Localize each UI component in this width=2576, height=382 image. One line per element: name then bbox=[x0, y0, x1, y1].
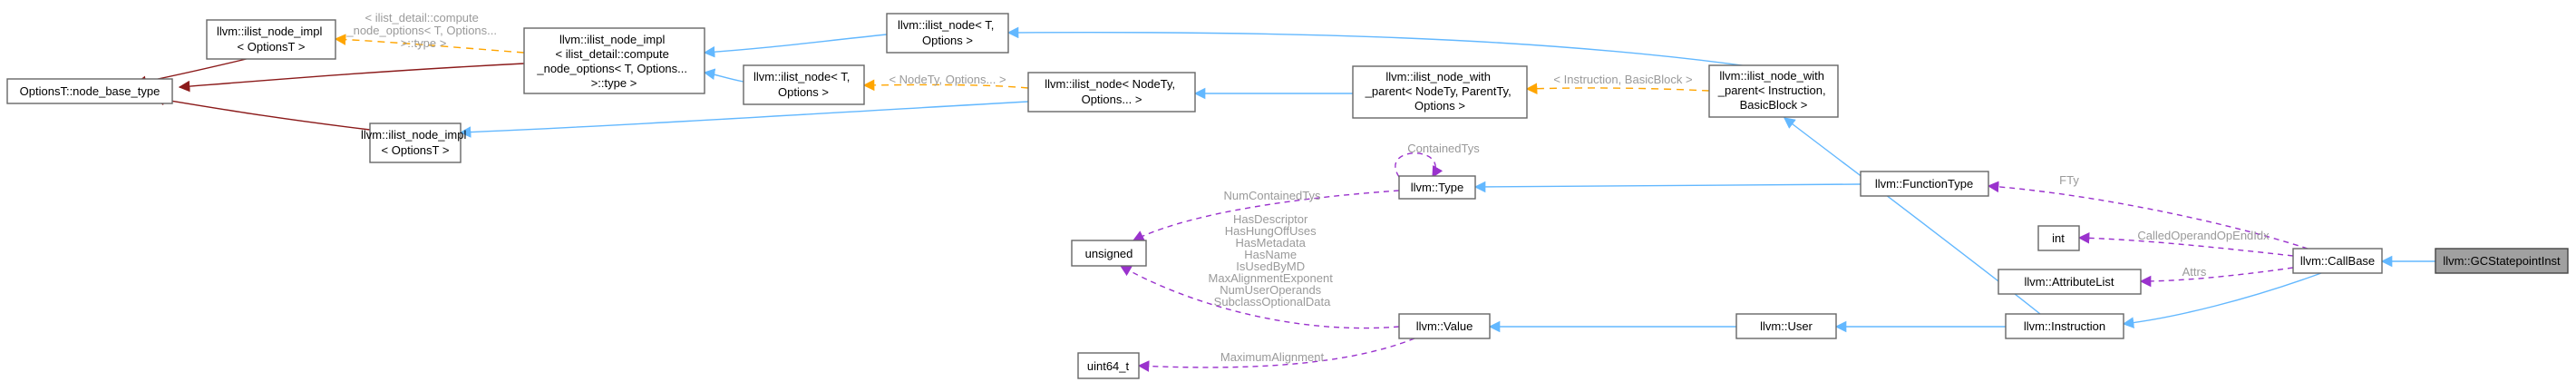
edge-call-base-to-instruction bbox=[2122, 272, 2322, 328]
edge-with-parent-inst-to-node-t-top bbox=[1006, 26, 1769, 70]
node-function-type[interactable]: llvm::FunctionType bbox=[1860, 171, 1989, 197]
svg-text:llvm::AttributeList: llvm::AttributeList bbox=[2025, 275, 2114, 289]
edge-compute-to-impl-top bbox=[334, 34, 525, 54]
edge-call-base-to-function-type bbox=[1987, 181, 2309, 250]
svg-text:llvm::User: llvm::User bbox=[1760, 319, 1813, 333]
svg-text:llvm::GCStatepointInst: llvm::GCStatepointInst bbox=[2443, 254, 2561, 268]
edge-node-t-top-to-compute bbox=[703, 34, 888, 58]
node-type[interactable]: llvm::Type bbox=[1398, 175, 1476, 200]
node-unsigned[interactable]: unsigned bbox=[1071, 240, 1147, 267]
label-nodety-template: < NodeTy, Options... > bbox=[889, 73, 1006, 86]
svg-text:OptionsT::node_base_type: OptionsT::node_base_type bbox=[20, 84, 160, 98]
node-attribute-list[interactable]: llvm::AttributeList bbox=[1998, 269, 2142, 295]
node-ilist-with-parent-inst[interactable]: llvm::ilist_node_with _parent< Instructi… bbox=[1708, 64, 1839, 118]
svg-text:llvm::ilist_node_impl <: llvm::ilist_node_impl < OptionsT > bbox=[217, 24, 326, 54]
edge-node-t-mid-to-compute bbox=[703, 68, 744, 83]
node-options-base[interactable]: OptionsT::node_base_type bbox=[6, 78, 173, 104]
svg-text:llvm::ilist_node< NodeTy,: llvm::ilist_node< NodeTy, Options... > bbox=[1045, 77, 1179, 106]
edge-with-parent-inst-to-with-parent bbox=[1525, 83, 1710, 94]
svg-text:llvm::ilist_node_impl <: llvm::ilist_node_impl < ilist_detail::co… bbox=[536, 33, 690, 90]
node-ilist-node-t-top[interactable]: llvm::ilist_node< T, Options > bbox=[886, 13, 1009, 54]
svg-text:int: int bbox=[2052, 231, 2065, 245]
edge-impl-bottom-to-base bbox=[152, 93, 371, 131]
node-instruction[interactable]: llvm::Instruction bbox=[2005, 313, 2124, 339]
node-int[interactable]: int bbox=[2037, 225, 2080, 251]
label-fty: FTy bbox=[2059, 173, 2079, 187]
edge-function-type-to-type bbox=[1473, 181, 1862, 193]
svg-text:llvm::FunctionType: llvm::FunctionType bbox=[1875, 177, 1973, 191]
edge-value-to-unsigned bbox=[1119, 265, 1400, 329]
label-contained-tys: ContainedTys bbox=[1407, 142, 1480, 155]
svg-text:llvm::Value: llvm::Value bbox=[1416, 319, 1473, 333]
edge-node-nodety-to-impl-bottom bbox=[459, 101, 1029, 138]
label-num-contained-tys: NumContainedTys bbox=[1224, 189, 1321, 202]
node-call-base[interactable]: llvm::CallBase bbox=[2292, 248, 2383, 274]
svg-text:llvm::ilist_node< T, Opt: llvm::ilist_node< T, Options > bbox=[753, 70, 853, 99]
edge-impl-compute-to-base bbox=[178, 63, 525, 93]
svg-text:llvm::ilist_node< T, Opt: llvm::ilist_node< T, Options > bbox=[898, 18, 997, 47]
svg-text:unsigned: unsigned bbox=[1085, 247, 1133, 260]
svg-text:llvm::CallBase: llvm::CallBase bbox=[2300, 254, 2375, 268]
node-ilist-node-nodety[interactable]: llvm::ilist_node< NodeTy, Options... > bbox=[1027, 72, 1196, 113]
svg-text:llvm::ilist_node_with _p: llvm::ilist_node_with _parent< Instructi… bbox=[1717, 69, 1830, 112]
node-ilist-impl-compute[interactable]: llvm::ilist_node_impl < ilist_detail::co… bbox=[523, 27, 705, 94]
node-user[interactable]: llvm::User bbox=[1735, 313, 1837, 339]
node-ilist-impl-top[interactable]: llvm::ilist_node_impl < OptionsT > bbox=[206, 19, 336, 60]
svg-text:llvm::ilist_node_with _p: llvm::ilist_node_with _parent< NodeTy, P… bbox=[1365, 70, 1515, 113]
label-unsigned-fields: HasDescriptor HasHungOffUses HasMetadata… bbox=[1209, 212, 1337, 309]
label-attrs: Attrs bbox=[2182, 265, 2207, 279]
node-uint64[interactable]: uint64_t bbox=[1077, 352, 1140, 379]
node-ilist-impl-bottom[interactable]: llvm::ilist_node_impl < OptionsT > bbox=[361, 122, 470, 163]
edge-type-self-loop bbox=[1395, 152, 1444, 179]
node-gc-statepoint-inst[interactable]: llvm::GCStatepointInst bbox=[2435, 248, 2569, 274]
label-called-operand: CalledOperandOpEndIdx bbox=[2137, 229, 2270, 242]
label-compute-template: < ilist_detail::compute _node_options< T… bbox=[345, 11, 500, 50]
label-instruction-template: < Instruction, BasicBlock > bbox=[1553, 73, 1692, 86]
edge-type-to-unsigned bbox=[1132, 190, 1400, 241]
edge-call-base-to-attribute-list bbox=[2139, 267, 2294, 288]
node-ilist-node-t-mid[interactable]: llvm::ilist_node< T, Options > bbox=[743, 64, 865, 105]
label-maximum-alignment: MaximumAlignment bbox=[1220, 350, 1325, 364]
svg-text:uint64_t: uint64_t bbox=[1087, 359, 1130, 373]
svg-text:llvm::Instruction: llvm::Instruction bbox=[2024, 319, 2105, 333]
node-value[interactable]: llvm::Value bbox=[1398, 313, 1491, 339]
edge-call-base-to-int bbox=[2077, 232, 2294, 257]
svg-text:llvm::Type: llvm::Type bbox=[1411, 181, 1464, 194]
svg-text:llvm::ilist_node_impl <: llvm::ilist_node_impl < OptionsT > bbox=[361, 128, 470, 157]
node-ilist-with-parent[interactable]: llvm::ilist_node_with _parent< NodeTy, P… bbox=[1352, 65, 1528, 119]
edge-value-to-uint64 bbox=[1137, 338, 1415, 372]
edge-node-nodety-to-node-t-mid bbox=[862, 79, 1029, 92]
